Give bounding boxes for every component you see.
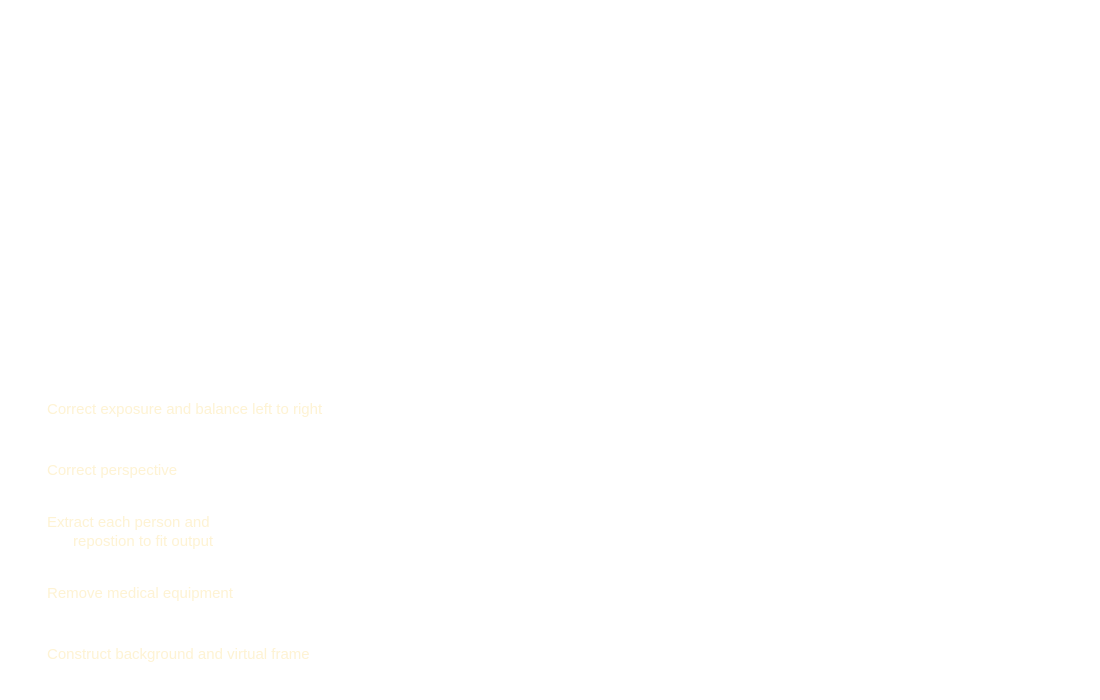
step-text: Remove medical equipment <box>47 585 233 602</box>
step-text: Extract each person and <box>47 514 210 531</box>
step-construct-background: Construct background and virtual frame <box>47 645 310 664</box>
step-text: Correct perspective <box>47 462 178 479</box>
step-text: Correct exposure and balance left to rig… <box>47 401 323 418</box>
step-extract-person: Extract each person and repostion to fit… <box>47 513 213 551</box>
step-text: Construct background and virtual frame <box>47 646 310 663</box>
step-remove-medical-equipment: Remove medical equipment <box>47 584 233 603</box>
step-correct-perspective: Correct perspective <box>47 461 177 480</box>
step-correct-exposure: Correct exposure and balance left to rig… <box>47 400 322 419</box>
step-text-continued: repostion to fit output <box>73 533 214 550</box>
